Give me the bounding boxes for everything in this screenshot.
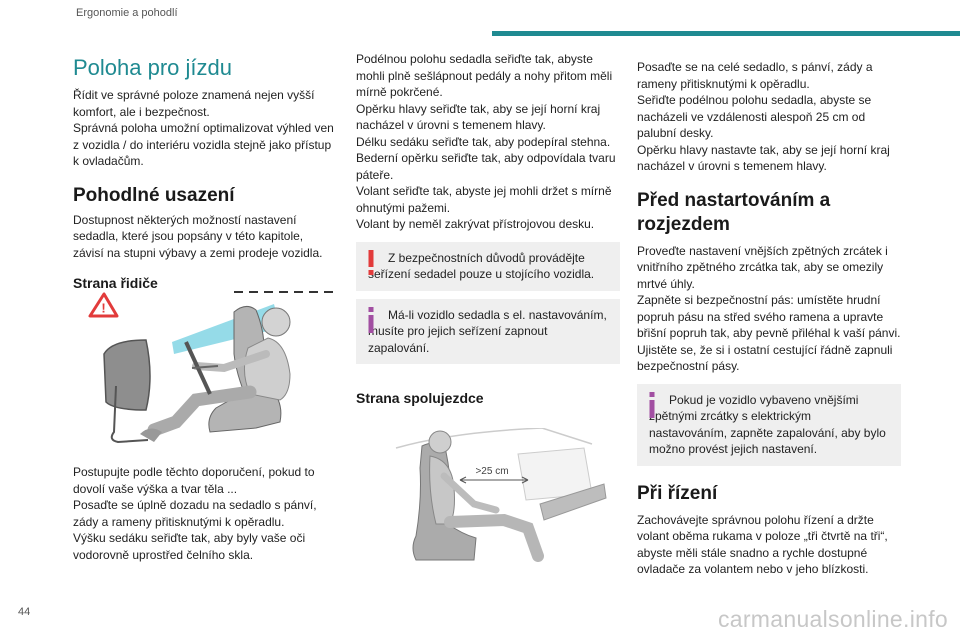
availability-paragraph: Dostupnost některých možností nastavení … — [73, 212, 323, 260]
column-1-lower: Postupujte podle těchto doporučení, poku… — [73, 464, 337, 563]
info-icon — [649, 391, 655, 418]
warning-text: Z bezpečnostních důvodů provádějte seříz… — [368, 250, 595, 282]
heading-passenger-side: Strana spolujezdce — [356, 390, 484, 406]
lumbar-paragraph: Bederní opěrku seřiďte tak, aby odpovída… — [356, 151, 616, 182]
info-icon — [368, 306, 374, 333]
section-header: Ergonomie a pohodlí — [76, 7, 178, 19]
seat-back-paragraph: Posaďte se úplně dozadu na sedadlo s pán… — [73, 498, 317, 529]
driving-position-paragraph: Zachovávejte správnou polohu řízení a dr… — [637, 512, 888, 577]
header-accent-bar — [492, 31, 960, 36]
intro-paragraph-1: Řídit ve správné poloze znamená nejen vy… — [73, 88, 315, 119]
watermark: carmanualsonline.info — [717, 606, 948, 632]
column-2: Podélnou polohu sedadla seřiďte tak, aby… — [356, 51, 620, 407]
driver-seating-illustration: ! — [88, 291, 334, 444]
longitudinal-paragraph: Podélnou polohu sedadla seřiďte tak, aby… — [356, 52, 613, 99]
distance-paragraph: Seřiďte podélnou polohu sedadla, abyste … — [637, 93, 872, 140]
column-3: Posaďte se na celé sedadlo, s pánví, zád… — [637, 59, 901, 578]
sit-paragraph: Posaďte se na celé sedadlo, s pánví, zád… — [637, 60, 873, 91]
passenger-seating-illustration: >25 cm — [395, 428, 607, 562]
warning-triangle-icon — [88, 292, 119, 318]
heading-comfortable-seating: Pohodlné usazení — [73, 184, 235, 206]
info-notice: Má-li vozidlo sedadla s el. nastavováním… — [356, 298, 620, 364]
mirror-info-notice: Pokud je vozidlo vybaveno vnějšími zpětn… — [637, 383, 901, 466]
follow-paragraph: Postupujte podle těchto doporučení, poku… — [73, 465, 315, 496]
mirror-info-text: Pokud je vozidlo vybaveno vnějšími zpětn… — [649, 392, 886, 457]
exclamation-icon — [368, 249, 374, 275]
steering-paragraph: Volant seřiďte tak, abyste jej mohli drž… — [356, 184, 612, 215]
intro-paragraph-2: Správná poloha umožní optimalizovat výhl… — [73, 121, 334, 168]
seat-height-paragraph: Výšku sedáku seřiďte tak, aby byly vaše … — [73, 531, 306, 562]
dashboard-paragraph: Volant by neměl zakrývat přístrojovou de… — [356, 217, 595, 231]
column-1: Poloha pro jízdu Řídit ve správné poloze… — [73, 55, 337, 292]
svg-text:!: ! — [101, 301, 105, 316]
headrest-paragraph: Opěrku hlavy seřiďte tak, aby se její ho… — [356, 101, 601, 133]
info-text: Má-li vozidlo sedadla s el. nastavováním… — [368, 307, 607, 355]
passengers-belt-paragraph: Ujistěte se, že si i ostatní cestující ř… — [637, 342, 893, 374]
heading-driver-side: Strana řidiče — [73, 275, 158, 291]
cushion-paragraph: Délku sedáku seřiďte tak, aby podepíral … — [356, 134, 611, 149]
heading-while-driving: Při řízení — [637, 482, 718, 504]
seatbelt-paragraph: Zapněte si bezpečnostní pás: umístěte hr… — [637, 293, 901, 340]
headrest-passenger-paragraph: Opěrku hlavy nastavte tak, aby se její h… — [637, 142, 890, 174]
mirrors-paragraph: Proveďte nastavení vnějších zpětných zrc… — [637, 243, 888, 291]
page-title: Poloha pro jízdu — [73, 55, 232, 80]
page-number: 44 — [18, 606, 31, 618]
distance-label: >25 cm — [475, 466, 508, 477]
heading-before-start: Před nastartováním a rozjezdem — [637, 189, 831, 235]
warning-notice: Z bezpečnostních důvodů provádějte seříz… — [356, 241, 620, 291]
